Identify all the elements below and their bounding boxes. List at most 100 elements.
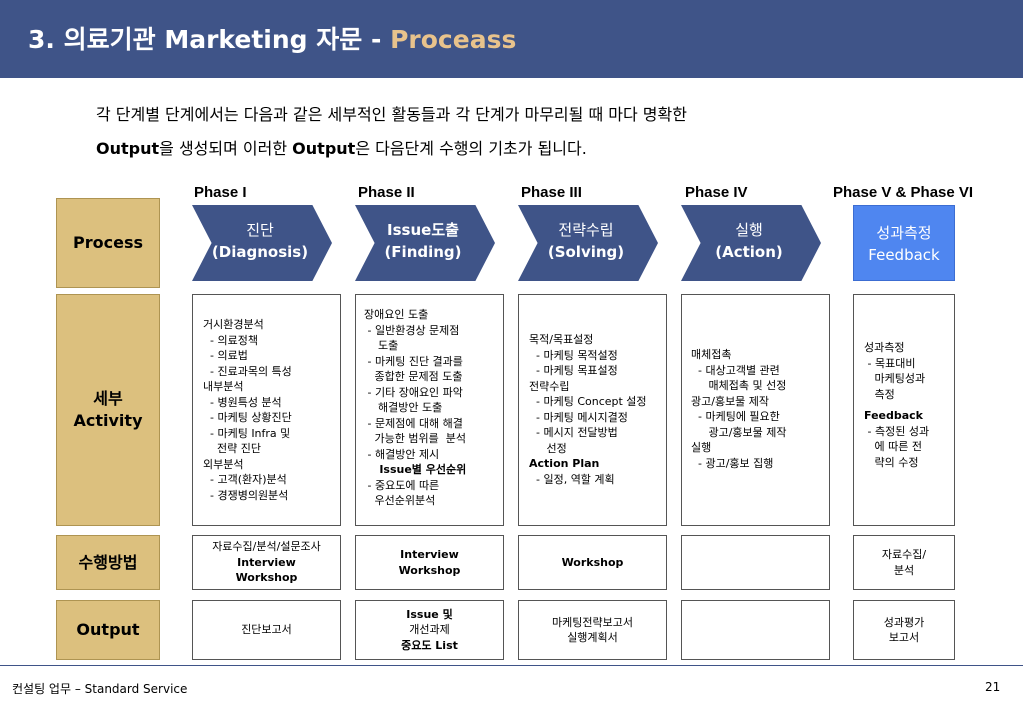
activity-line: - 기타 장애요인 파악 (364, 385, 463, 399)
row-label-activity: 세부 Activity (56, 294, 160, 526)
activity-line: 선정 (529, 441, 567, 455)
activity-line: 측정 (864, 387, 895, 401)
output-line: 개선과제 (409, 623, 450, 637)
activity-line: - 병원특성 분석 (203, 395, 282, 409)
activity-line: - 마케팅 목표설정 (529, 364, 618, 377)
method-line: Interview (400, 548, 459, 561)
activity-line: Issue별 우선순위 (364, 463, 467, 476)
method-line: Workshop (398, 563, 461, 577)
activity-line: 가능한 범위를 분석 (364, 432, 466, 445)
phase-name-kr-5: 성과측정 (876, 224, 932, 242)
method-cell-3: Workshop (518, 535, 667, 590)
activity-line: 매체접촉 및 선정 (691, 379, 787, 392)
activity-cell-5: 성과측정 - 목표대비 마케팅성과 측정 Feedback - 측정된 성과 에… (853, 294, 955, 526)
activity-line: 성과측정 (864, 341, 905, 354)
method-line: Workshop (561, 555, 624, 569)
activity-line: 광고/홍보물 제작 (691, 394, 770, 408)
phase-feedback-box: 성과측정 Feedback (853, 205, 955, 281)
activity-line: - 마케팅 목적설정 (529, 348, 618, 362)
output-line: 진단보고서 (241, 623, 292, 637)
output-cell-3: 마케팅전략보고서 실행계획서 (518, 600, 667, 660)
activity-line: 략의 수정 (864, 455, 919, 469)
activity-line: - 측정된 성과 (864, 424, 930, 438)
method-cell-2: Interview Workshop (355, 535, 504, 590)
phase-label-1: Phase I (194, 184, 247, 201)
intro-line-2: Output을 생성되며 이러한 Output은 다음단계 수행의 기초가 됩니… (96, 138, 976, 160)
activity-line: 전략수립 (529, 379, 570, 393)
method-cell-1: 자료수집/분석/설문조사 Interview Workshop (192, 535, 341, 590)
activity-line: 해결방안 도출 (364, 401, 443, 414)
page-title: 3. 의료기관 Marketing 자문 - Proceass (28, 22, 516, 58)
activity-line: 도출 (364, 339, 399, 352)
row-label-method: 수행방법 (56, 535, 160, 590)
activity-line: - 광고/홍보 집행 (691, 456, 774, 470)
phase-label-5: Phase V & Phase VI (833, 184, 974, 201)
activity-line: - 마케팅 Concept 설정 (529, 395, 647, 408)
activity-line: - 중요도에 따른 (364, 478, 440, 492)
row-label-activity-en: Activity (73, 411, 143, 430)
phase-name-1: 진단 (Diagnosis) (204, 219, 316, 263)
title-english: Marketing (164, 25, 308, 54)
phase-sub-1: (Diagnosis) (211, 243, 309, 261)
phase-sub-2: (Finding) (384, 243, 462, 261)
activity-line: 전략 진단 (203, 442, 261, 455)
phase-name-kr-4: 실행 (735, 221, 763, 239)
phase-name-kr-1: 진단 (246, 221, 274, 239)
row-label-activity-kr: 세부 (93, 389, 123, 408)
method-cell-5: 자료수집/ 분석 (853, 535, 955, 590)
activity-line: 에 따른 전 (864, 440, 922, 453)
row-label-process: Process (56, 198, 160, 288)
activity-line: - 마케팅에 필요한 (691, 410, 780, 423)
output-cell-1: 진단보고서 (192, 600, 341, 660)
title-korean: 의료기관 (63, 25, 156, 54)
phase-name-2: Issue도출(Finding) (367, 219, 479, 263)
output-cell-2: Issue 및 개선과제 중요도 List (355, 600, 504, 660)
method-line: 자료수집/ (881, 548, 927, 561)
activity-line: - 마케팅 메시지결정 (529, 410, 628, 424)
title-number: 3. (28, 25, 55, 54)
phase-label-3: Phase III (521, 184, 582, 201)
activity-line: 광고/홍보물 제작 (691, 425, 787, 439)
activity-line: - 대상고객별 관련 (691, 363, 780, 377)
activity-line: - 마케팅 진단 결과를 (364, 354, 463, 368)
activity-line: - 마케팅 Infra 및 (203, 426, 291, 440)
phase-sub-3: (Solving) (547, 243, 625, 261)
phase-label-2: Phase II (358, 184, 415, 201)
footer-divider (0, 665, 1023, 666)
title-accent: Proceass (390, 25, 517, 54)
activity-line: 마케팅성과 (864, 372, 926, 385)
activity-line: 내부분석 (203, 380, 244, 393)
phase-name-3: 전략수립(Solving) (530, 219, 642, 263)
activity-cell-1: 거시환경분석 - 의료정책 - 의료법 - 진료과목의 특성 내부분석 - 병원… (192, 294, 341, 526)
intro-line-1: 각 단계별 단계에서는 다음과 같은 세부적인 활동들과 각 단계가 마무리될 … (96, 105, 687, 124)
activity-line: - 메시지 전달방법 (529, 426, 618, 439)
activity-line: - 목표대비 (864, 356, 916, 370)
intro-mid: 을 생성되며 이러한 (159, 139, 293, 158)
activity-cell-2: 장애요인 도출 - 일반환경상 문제점 도출 - 마케팅 진단 결과를 종합한 … (355, 294, 504, 526)
activity-line: - 고객(환자)분석 (203, 473, 287, 486)
phase-sub-4: (Action) (715, 243, 783, 261)
output-line: 보고서 (888, 631, 920, 644)
row-label-output: Output (56, 600, 160, 660)
phase-chevron-4 (681, 205, 821, 281)
method-line: 자료수집/분석/설문조사 (212, 540, 321, 554)
intro-end: 은 다음단계 수행의 기초가 됩니다. (355, 139, 587, 158)
activity-cell-4: 매체접촉 - 대상고객별 관련 매체접촉 및 선정 광고/홍보물 제작 - 마케… (681, 294, 830, 526)
activity-line: 종합한 문제점 도출 (364, 370, 463, 383)
phase-label-4: Phase IV (685, 184, 748, 201)
activity-line: 우선순위분석 (364, 494, 436, 507)
title-suffix: 자문 - (316, 25, 382, 54)
activity-line: 장애요인 도출 (364, 308, 429, 321)
intro-output-1: Output (96, 139, 160, 158)
activity-line: 매체접촉 (691, 348, 732, 361)
activity-line: - 마케팅 상황진단 (203, 411, 292, 424)
activity-line: 외부분석 (203, 457, 244, 471)
activity-line: - 진료과목의 특성 (203, 364, 292, 378)
output-line: 실행계획서 (567, 631, 618, 644)
activity-line: 거시환경분석 (203, 318, 264, 331)
output-line: Issue 및 (406, 607, 453, 621)
output-cell-4 (681, 600, 830, 660)
activity-line: 실행 (691, 441, 712, 454)
activity-cell-3: 목적/목표설정 - 마케팅 목적설정 - 마케팅 목표설정 전략수립 - 마케팅… (518, 294, 667, 526)
phase-chevron-2 (355, 205, 495, 281)
